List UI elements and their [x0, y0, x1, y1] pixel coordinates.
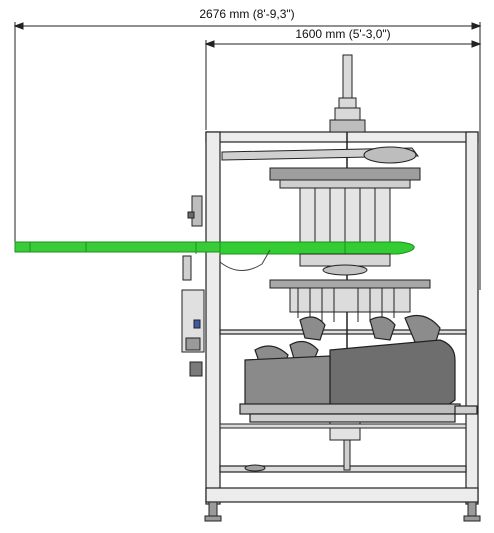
- leveling-feet: [204, 501, 481, 522]
- frame-width-dimension: [204, 40, 482, 130]
- filling-valve-carousel: [269, 253, 431, 322]
- side-pneumatic-panel: [181, 195, 271, 377]
- frame-width-label: 1600 mm (5'-3,0"): [295, 27, 390, 41]
- conveyor-belt: [14, 241, 415, 255]
- lower-support: [219, 421, 467, 472]
- bottom-tank: [239, 339, 478, 423]
- overall-width-dimension: [13, 22, 482, 290]
- central-drum: [299, 187, 391, 243]
- overall-width-label: 2676 mm (8'-9,3"): [199, 7, 294, 21]
- upper-star-wheel: [221, 146, 421, 189]
